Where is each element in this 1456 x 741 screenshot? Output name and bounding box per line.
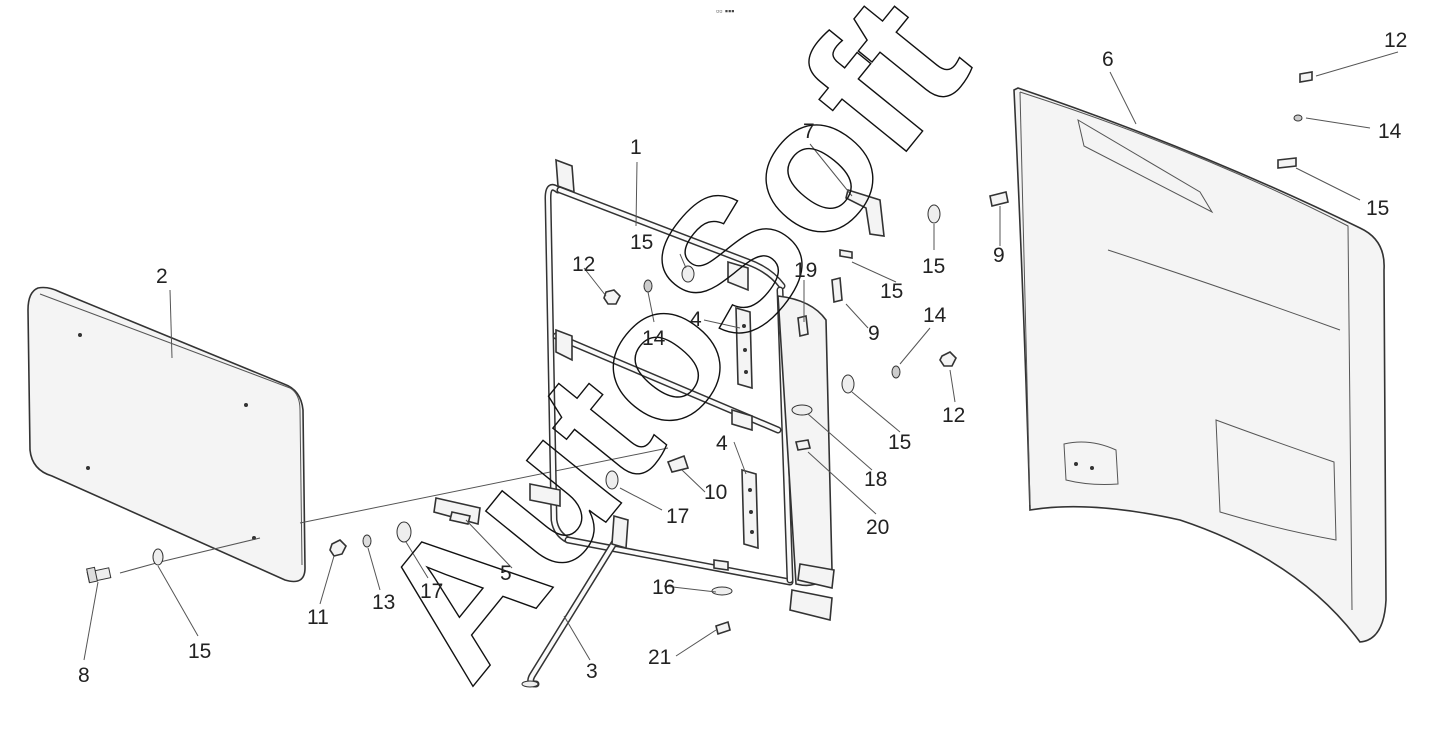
- callout-1: 1: [630, 136, 642, 159]
- bolt-part-8: [86, 566, 112, 584]
- pin-19: [797, 315, 809, 337]
- callout-5: 5: [500, 562, 512, 585]
- callout-11: 11: [307, 606, 329, 629]
- latch-part-5: [433, 497, 481, 526]
- callout-3: 3: [586, 660, 598, 683]
- callout-14-right: 14: [923, 304, 947, 327]
- callout-15-right-b: 15: [880, 280, 903, 303]
- callout-labels: 1 2 3 4 4 5 6 7 8 9 9 10 11 12 12 12 13 …: [78, 29, 1407, 687]
- callout-9-right: 9: [993, 244, 1005, 267]
- callout-15-right-c: 15: [888, 431, 911, 454]
- bracket-part-7: [845, 188, 885, 237]
- nut-12-frame: [603, 289, 621, 305]
- callout-9-center: 9: [868, 322, 880, 345]
- washer-15-right-a: [927, 204, 941, 224]
- nut-12-right: [939, 351, 957, 367]
- screw-20: [795, 439, 811, 451]
- callout-8: 8: [78, 664, 90, 687]
- callout-21: 21: [648, 646, 671, 669]
- callout-12-left: 12: [572, 253, 595, 276]
- callout-6: 6: [1102, 48, 1114, 71]
- washer-15-left: [152, 548, 164, 566]
- spring-14-right: [891, 365, 901, 379]
- callout-4-lower: 4: [716, 432, 728, 455]
- panel-part-2: [27, 286, 306, 583]
- callout-12-right: 12: [942, 404, 965, 427]
- callout-19: 19: [794, 259, 817, 282]
- callout-15-top: 15: [1366, 197, 1389, 220]
- screw-21: [715, 620, 731, 636]
- callout-4-upper: 4: [690, 308, 702, 331]
- pin-9-upper: [989, 191, 1009, 207]
- watermark-text: AutoSoft: [337, 0, 1006, 716]
- callout-16: 16: [652, 576, 675, 599]
- pin-9-lower: [831, 276, 843, 304]
- callout-10: 10: [704, 481, 727, 504]
- washer-17-mid: [605, 470, 619, 490]
- fastener-stack-left: [329, 521, 412, 557]
- callout-14-top: 14: [1378, 120, 1402, 143]
- callout-14-left: 14: [642, 327, 666, 350]
- washer-16: [711, 586, 733, 596]
- header-mark: ▫▫ ▪▪▪: [716, 6, 734, 16]
- callout-7: 7: [803, 120, 815, 143]
- support-rod-part-3: [521, 483, 629, 688]
- callout-13: 13: [372, 591, 395, 614]
- callout-15-left: 15: [188, 640, 211, 663]
- washer-15-frame-a: [681, 265, 695, 283]
- callout-17-left: 17: [420, 580, 443, 603]
- spring-15-right-b: [839, 249, 853, 259]
- hinge-part-4-lower: [741, 468, 759, 550]
- callout-15-right-a: 15: [922, 255, 945, 278]
- cover-part-6: [1013, 71, 1387, 643]
- washer-18: [791, 404, 813, 416]
- washer-15-right-c: [841, 374, 855, 394]
- frame-part-1: [544, 158, 835, 622]
- callout-17-mid: 17: [666, 505, 689, 528]
- bolt-10: [666, 454, 690, 473]
- callout-2: 2: [156, 265, 168, 288]
- spacer-17-lower: [713, 559, 729, 571]
- callout-15-frame: 15: [630, 231, 653, 254]
- leader-lines: [83, 51, 1399, 661]
- callout-18: 18: [864, 468, 887, 491]
- callout-12-top: 12: [1384, 29, 1407, 52]
- callout-20: 20: [866, 516, 889, 539]
